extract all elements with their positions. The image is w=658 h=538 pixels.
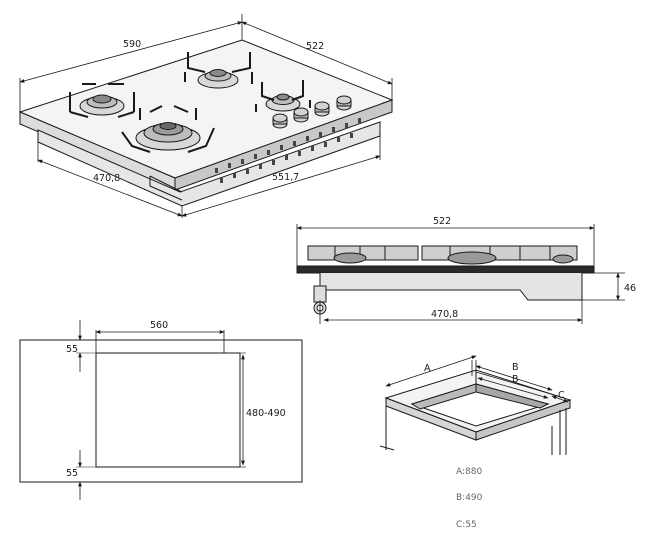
legend-item-a: A:880: [456, 467, 482, 477]
burner-right: [255, 80, 311, 112]
hob-side-view: [296, 224, 625, 324]
side-glass: [296, 265, 595, 274]
cutout-rectangle: [95, 352, 241, 468]
hob-perspective-view: [18, 39, 394, 207]
cutout-bottom-margin-label: 55: [66, 468, 78, 479]
control-knobs: [272, 95, 352, 129]
cutout-top-margin-label: 55: [66, 344, 78, 355]
cabinet-perspective: [379, 355, 572, 455]
side-body: [319, 273, 583, 301]
side-height-label: 46: [624, 283, 636, 294]
dim-bottom-width-label: 551,7: [272, 172, 299, 183]
cabinet-label-b-top: B: [512, 362, 519, 373]
burner-wok: [121, 105, 215, 153]
side-bottom-length-label: 470,8: [431, 309, 458, 320]
cabinet-label-a: A: [424, 363, 431, 374]
dim-width-label: 590: [123, 39, 141, 50]
dim-depth-label: 522: [306, 41, 324, 52]
legend-item-b: B:490: [456, 493, 483, 503]
dim-bottom-depth-label: 470,8: [93, 173, 120, 184]
cabinet-label-c: C: [558, 390, 565, 401]
legend-item-c: C:55: [456, 520, 477, 530]
hob-dimensions: [19, 14, 393, 218]
side-grates: [307, 245, 578, 265]
burner-left: [69, 83, 135, 118]
cutout-width-label: 560: [150, 320, 168, 331]
cutout-depth-label: 480-490: [246, 408, 286, 419]
gas-inlet: [313, 285, 327, 315]
cabinet-label-b-inner: B: [512, 374, 519, 385]
side-length-label: 522: [433, 216, 451, 227]
cutout-plan: [19, 320, 303, 500]
countertop-outline: [19, 339, 303, 483]
